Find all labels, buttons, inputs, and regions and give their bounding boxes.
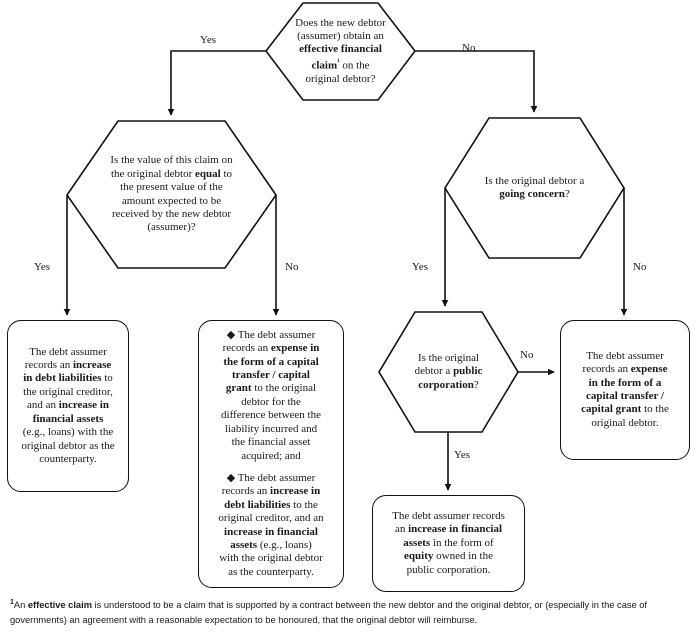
footnote-text: An effective claim is understood to be a… [10,600,648,626]
footnote: 1An effective claim is understood to be … [10,597,686,628]
edge-label-q1-yes: Yes [200,34,217,46]
footnote-marker: 1 [10,599,14,606]
edge-label-q1-no: No [462,42,476,54]
edge-label-q2-no: No [285,261,299,273]
edge-label-q3-yes: Yes [412,261,429,273]
edge-label-q3-no: No [633,261,647,273]
edge-q1-yes [167,50,266,116]
edge-label-q2-yes: Yes [34,261,51,273]
edge-q1-no [415,50,538,113]
edge-label-q4-no: No [520,349,534,361]
edge-label-q4-yes: Yes [454,449,471,461]
